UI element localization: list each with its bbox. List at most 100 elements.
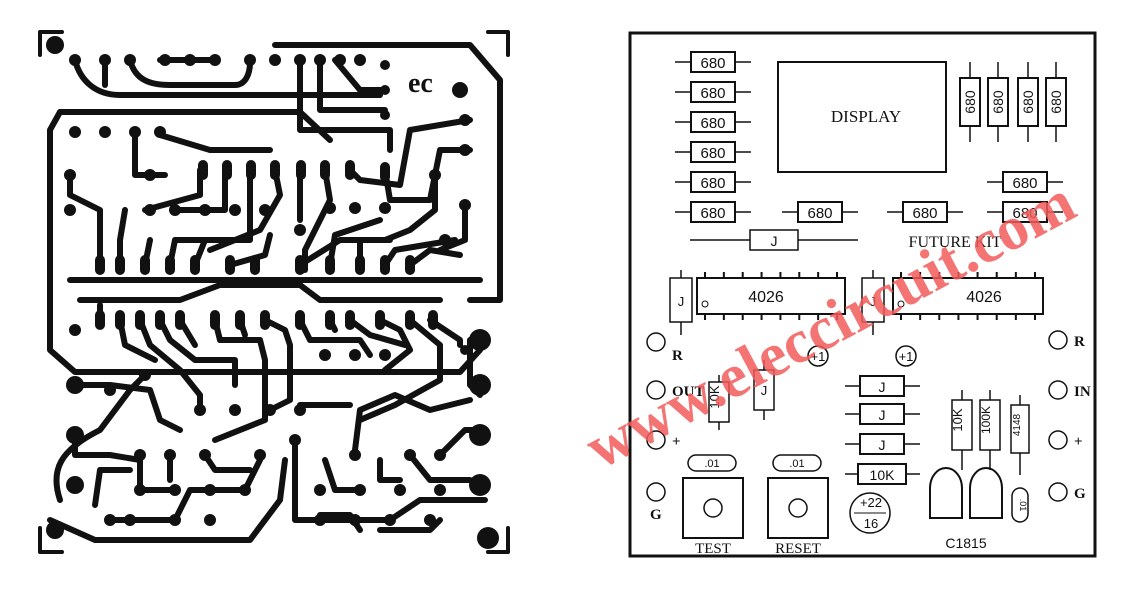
resistor-680-stack-1: 680: [675, 51, 751, 73]
cap-electrolytic: +22 16: [849, 492, 891, 534]
resistor-680-stack-6: 680: [675, 201, 751, 223]
test-button-label: TEST: [695, 541, 731, 557]
resistor-680-row-4-label: 680: [1012, 175, 1037, 192]
resistor-10k-left: 10K: [707, 375, 730, 430]
terminal-left-label-4: G: [650, 507, 662, 523]
cap-small-label: .01: [1018, 499, 1028, 512]
terminal-left-3: [646, 430, 666, 450]
copper-traces: [47, 42, 503, 543]
resistor-680-vertical-1-label: 680: [962, 90, 978, 114]
resistor-680-stack-5-label: 680: [700, 175, 725, 192]
resistor-680-stack-3-label: 680: [700, 115, 725, 132]
resistor-10k-stack-label: 10K: [870, 467, 896, 483]
jumper-stack-2: J: [845, 403, 920, 425]
resistor-680-stack-4-label: 680: [700, 145, 725, 162]
jumper-vertical-left: J: [669, 270, 693, 335]
kit-label: FUTURE KIT: [909, 234, 1002, 251]
diode-4148: 4148: [1010, 395, 1030, 475]
resistor-10k-right-label: 10K: [950, 408, 965, 431]
terminal-left-1: [646, 332, 666, 352]
jumper-stack-label-3: J: [879, 437, 886, 453]
resistor-680-vertical-4-label: 680: [1048, 90, 1064, 114]
cap-small: [1011, 487, 1029, 523]
terminal-left-label-1: R: [672, 348, 683, 364]
resistor-680-row-1: 680: [782, 201, 858, 223]
terminal-right-3: [1048, 430, 1068, 450]
resistor-680-vertical-2: 680: [987, 62, 1009, 142]
resistor-680-vertical-2-label: 680: [990, 90, 1006, 114]
display-box: [777, 61, 947, 173]
crop-mark-bottom-right: [486, 526, 510, 554]
transistor-left: [929, 467, 963, 519]
jumper-stack-1: J: [845, 375, 920, 397]
resistor-680-stack-1-label: 680: [700, 55, 725, 72]
jumper-vertical-mid-label: J: [870, 294, 877, 309]
terminal-right-label-3: +: [1074, 434, 1083, 450]
resistor-680-vertical-1: 680: [959, 62, 981, 142]
cap-01-left: [687, 454, 737, 472]
resistor-10k-left-label: 10K: [707, 385, 722, 408]
plus-one-left: +1: [811, 349, 826, 364]
crop-mark-bottom-left: [38, 526, 64, 554]
cap-01-mid-label: .01: [789, 458, 804, 470]
resistor-680-row-2-label: 680: [912, 205, 937, 222]
resistor-680-stack-3: 680: [675, 111, 751, 133]
jumper-vertical-left-label: J: [678, 294, 685, 309]
reset-button-label: RESET: [775, 541, 821, 557]
terminal-right-2: [1048, 380, 1068, 400]
terminal-left-label-2: OUT: [672, 384, 705, 400]
terminal-left-label-3: +: [672, 434, 681, 450]
board-outline: [628, 31, 1097, 558]
resistor-680-vertical-3: 680: [1017, 62, 1039, 142]
ic-pins: [704, 272, 1036, 320]
transistor-right: [969, 467, 1003, 519]
display-label: DISPLAY: [831, 107, 901, 126]
resistor-stack-vertical: 680 680 680 680: [959, 62, 1067, 142]
plus-one-right: +1: [899, 349, 914, 364]
resistor-100k: 100K: [979, 390, 1001, 470]
test-button: TEST: [682, 477, 744, 557]
terminal-right-4: [1048, 482, 1068, 502]
resistor-680-stack-5: 680: [675, 171, 751, 193]
cap-01-left-label: .01: [704, 458, 719, 470]
terminal-left-4: [646, 482, 666, 502]
cap-electrolytic-value: +22: [860, 495, 882, 510]
jumper-stack-label-2: J: [879, 407, 886, 423]
resistor-680-row-3-label: 680: [1012, 205, 1037, 222]
ic-4026-left-label: 4026: [748, 289, 784, 306]
resistor-680-row-1-label: 680: [807, 205, 832, 222]
jumper-stack-3: J: [845, 433, 920, 455]
jumper-long-label: J: [771, 233, 778, 249]
resistor-680-row-2: 680: [887, 201, 963, 223]
crop-mark-top-left: [38, 30, 64, 57]
resistor-680-row-4: 680: [987, 171, 1063, 193]
ic-4026-right: 4026: [892, 277, 1044, 315]
transistor-label: C1815: [945, 535, 986, 551]
resistor-row: 680 680 680 680: [782, 171, 1063, 223]
pcb-mark: ec: [408, 68, 433, 99]
reset-button: RESET: [767, 477, 829, 557]
ic-4026-left: 4026: [696, 277, 846, 315]
resistor-100k-label: 100K: [979, 406, 993, 434]
ic-4026-right-label: 4026: [966, 289, 1002, 306]
resistor-10k-right: 10K: [950, 390, 973, 470]
jumper-long: [749, 229, 799, 251]
resistor-680-stack-2: 680: [675, 81, 751, 103]
terminal-right-label-4: G: [1074, 486, 1086, 502]
resistor-680-stack-2-label: 680: [700, 85, 725, 102]
terminal-right-1: [1048, 330, 1068, 350]
diode-4148-label: 4148: [1012, 413, 1023, 436]
jumper-vertical-mid: J: [861, 270, 885, 335]
jumper-vertical-small-label: J: [761, 383, 768, 398]
ic-pad-rows: [95, 160, 438, 330]
resistor-680-vertical-4: 680: [1045, 62, 1067, 142]
resistor-680-row-3: 680: [987, 201, 1063, 223]
jumper-stack-label-1: J: [879, 379, 886, 395]
resistor-680-vertical-3-label: 680: [1020, 90, 1036, 114]
copper-pads: [46, 36, 499, 549]
